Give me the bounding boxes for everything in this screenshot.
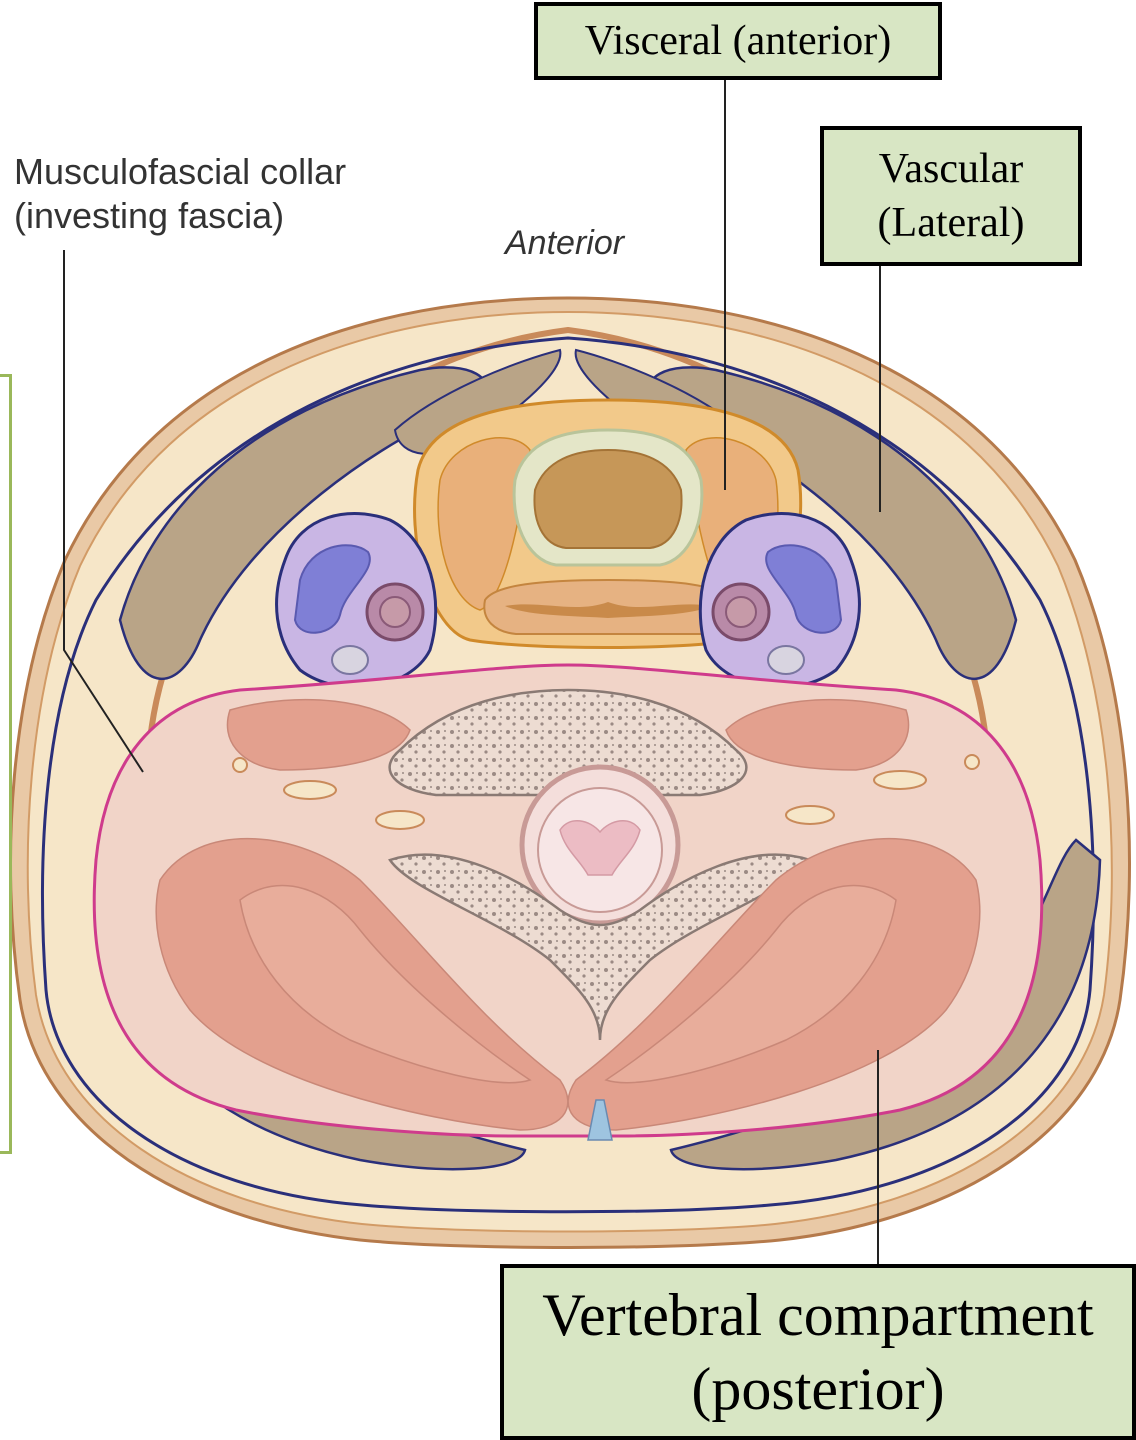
visceral-label-box: Visceral (anterior) xyxy=(534,2,942,80)
vascular-label-box: Vascular (Lateral) xyxy=(820,126,1082,266)
visceral-label: Visceral (anterior) xyxy=(585,17,891,65)
trachea-lumen xyxy=(534,450,681,548)
vertebral-label-box: Vertebral compartment (posterior) xyxy=(500,1264,1136,1440)
vascular-label-line1: Vascular xyxy=(879,142,1024,196)
collar-label-line1: Musculofascial collar xyxy=(14,150,346,194)
collar-label-line2: (investing fascia) xyxy=(14,194,346,238)
vertebral-label-line1: Vertebral compartment xyxy=(542,1278,1093,1352)
nerve-oval-right xyxy=(874,771,926,789)
nerve-oval-right-2 xyxy=(786,806,834,824)
vertebral-label-line2: (posterior) xyxy=(691,1352,944,1426)
nerve-oval-left-2 xyxy=(376,811,424,829)
vagus-nerve-left xyxy=(332,646,368,674)
nerve-oval-left xyxy=(284,781,336,799)
left-side-bracket xyxy=(0,374,12,1154)
vagus-nerve-right xyxy=(768,646,804,674)
nerve-dot-right xyxy=(965,755,979,769)
carotid-artery-right-lumen xyxy=(726,597,756,627)
vascular-label-line2: (Lateral) xyxy=(878,196,1025,250)
carotid-artery-left-lumen xyxy=(380,597,410,627)
nerve-dot-left xyxy=(233,758,247,772)
collar-label: Musculofascial collar (investing fascia) xyxy=(14,150,346,238)
anterior-label: Anterior xyxy=(505,224,624,263)
